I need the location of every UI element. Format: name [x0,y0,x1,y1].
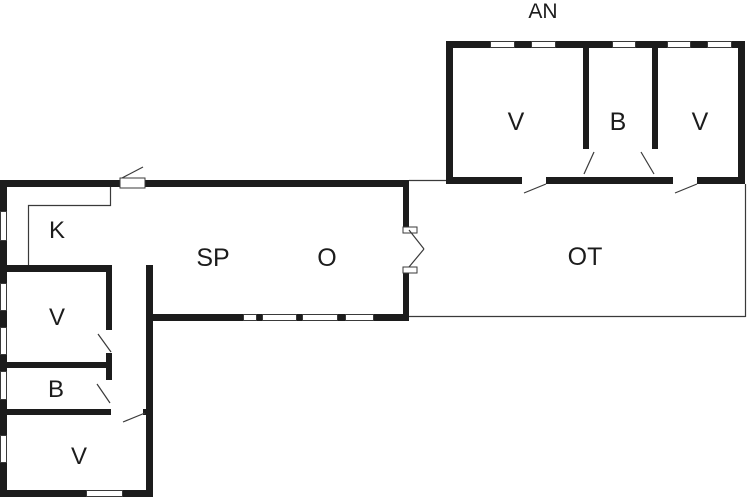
living-window-2 [262,314,297,321]
bath-window [0,371,7,400]
bedroom2-south-window [86,490,123,497]
living-right-wall-lower [403,268,409,321]
entrance-door-swing [121,166,144,179]
room-label-bedroom-2: V [71,443,87,470]
bedroom1-right-wall [106,265,112,330]
annex-wall-v-b [583,48,589,149]
annex-bath-door-swing-right [640,151,655,175]
room-label-bath: B [48,376,64,403]
room-label-annex-bedroom-left: V [508,108,525,136]
patio-door-swing-top [408,229,425,250]
annex-bottom-wall [446,177,745,184]
bedroom1-bath-wall [0,362,112,368]
hall-right-wall [146,265,153,497]
annex-bath-door-swing-left [583,151,595,175]
bedroom1-window-2 [0,327,7,355]
room-label-living-o: O [317,244,336,272]
annex-window-2 [531,41,556,48]
patio-door-leaf-bottom [402,266,418,274]
annex-left-wall [446,41,453,184]
living-window-3 [302,314,338,321]
kitchen-boundary [27,187,112,265]
annex-terrace-door-swing-2 [674,183,698,194]
living-right-wall-upper [403,180,409,228]
bedroom1-right-wall-stub [106,353,112,368]
patio-door-swing-bottom [408,248,425,268]
annex-window-3 [612,41,636,48]
annex-window-5 [707,41,732,48]
living-window-1 [243,314,257,321]
main-top-wall [0,180,409,187]
annex-terrace-door-swing-1 [523,183,547,194]
room-label-living-sp: SP [196,244,229,272]
room-label-annex-title: AN [528,0,557,23]
annex-terrace-door-1 [522,176,546,185]
room-label-kitchen: K [49,217,65,244]
bedroom2-window [0,435,7,463]
room-label-terrace: OT [568,243,603,271]
kitchen-window [0,211,7,241]
bedroom2-door-swing [122,412,146,423]
bath-door-swing [96,383,111,404]
bath-bedroom2-wall [0,409,111,415]
living-window-4 [345,314,374,321]
room-label-annex-bath: B [610,108,627,136]
bedroom1-door-swing [97,333,112,353]
bath-right-wall [106,362,112,380]
bedroom1-top-wall [0,265,112,272]
annex-top-wall [446,41,745,48]
annex-window-1 [490,41,515,48]
entrance-door-leaf [119,177,146,189]
annex-window-4 [667,41,691,48]
patio-door-leaf-top [402,226,418,234]
annex-wall-b-v [652,48,658,149]
room-label-annex-bedroom-right: V [692,108,709,136]
left-wing-bottom-wall [0,490,153,497]
annex-terrace-door-2 [673,176,697,185]
bedroom1-window-1 [0,283,7,311]
annex-right-wall [738,41,745,184]
room-label-bedroom-1: V [49,304,65,331]
